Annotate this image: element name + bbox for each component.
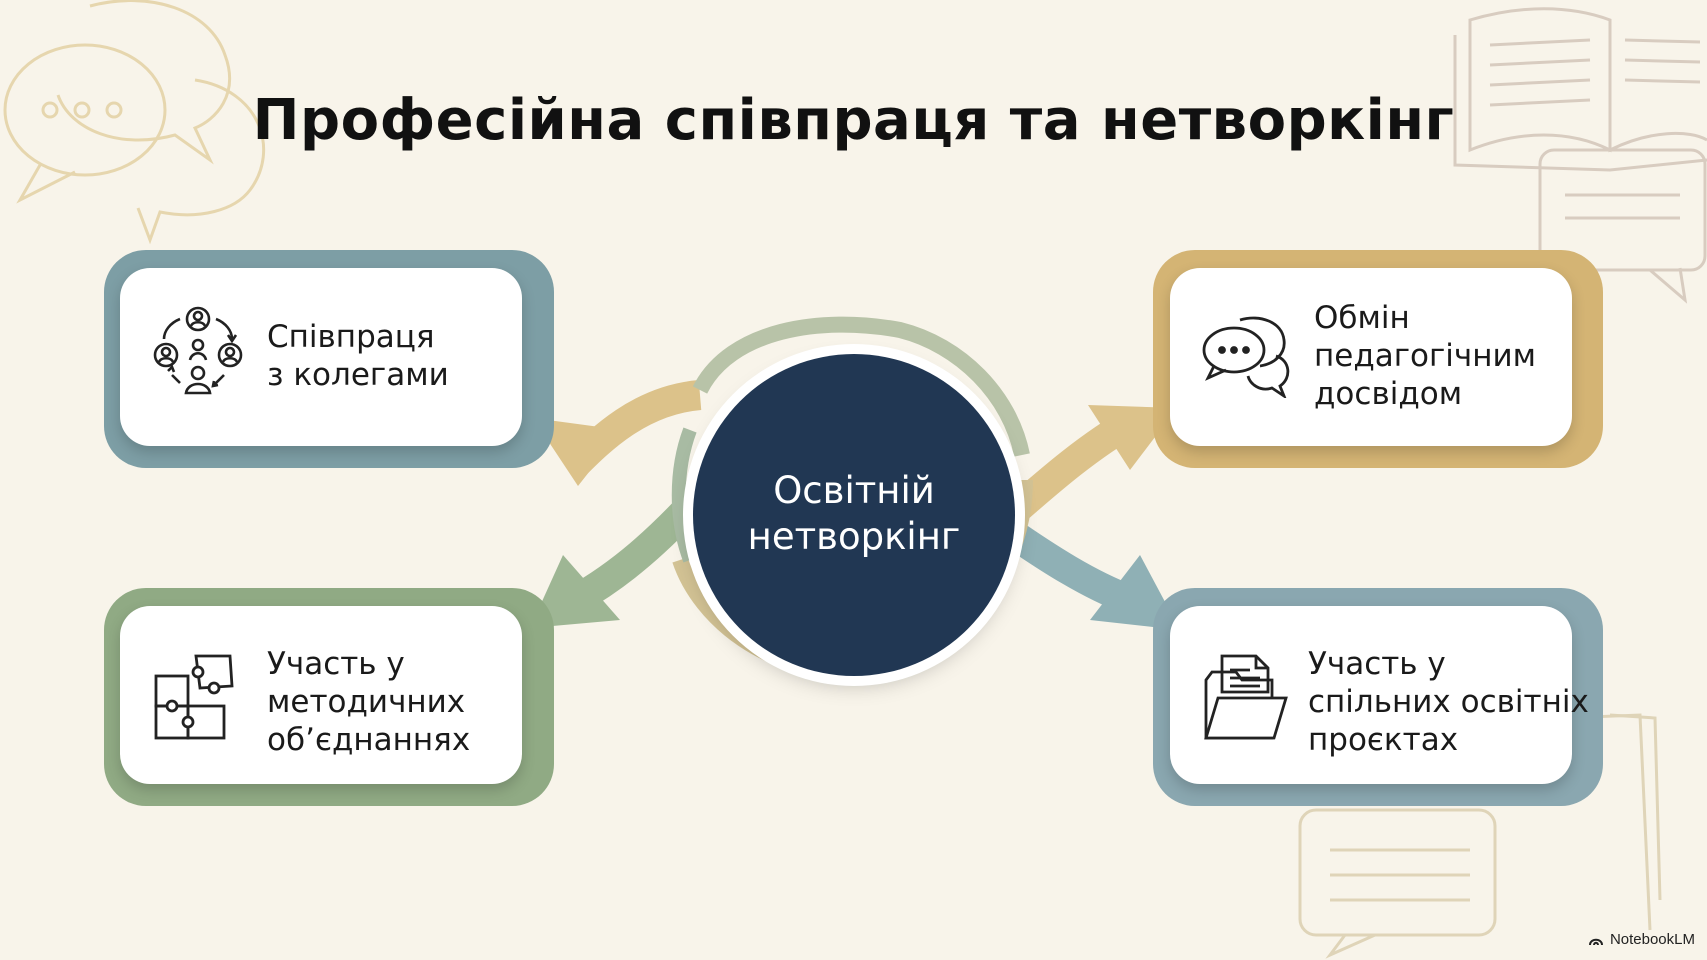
hub-label: Освітній нетворкінг	[747, 469, 961, 558]
node-label-projects: Участь у спільних освітніх проєктах	[1308, 646, 1589, 758]
node-label-methodical: Участь у методичних об’єднаннях	[267, 646, 471, 758]
node-label-experience: Обмін педагогічним досвідом	[1314, 300, 1537, 412]
brand-watermark: NotebookLM	[1588, 931, 1695, 948]
arrow-head-collaboration	[533, 418, 622, 486]
chat-bubbles-icon	[1202, 316, 1290, 398]
puzzle-icon	[154, 654, 234, 740]
card-experience	[1170, 268, 1572, 446]
hub-circle	[693, 354, 1015, 676]
card-collaboration	[120, 268, 522, 446]
book-decoration-right	[1453, 7, 1707, 304]
node-label-collaboration: Співпраця з колегами	[267, 319, 449, 393]
arrow-head-methodical	[530, 555, 620, 628]
notebooklm-logo-icon	[1588, 938, 1603, 945]
page-title: Професійна співпраця та нетворкінг	[252, 88, 1455, 153]
brand-label: NotebookLM	[1609, 931, 1695, 948]
people-network-icon	[153, 306, 243, 395]
folder-documents-icon	[1204, 654, 1288, 740]
speech-bubble-decoration-left	[3, 0, 266, 245]
card-projects	[1170, 606, 1572, 784]
